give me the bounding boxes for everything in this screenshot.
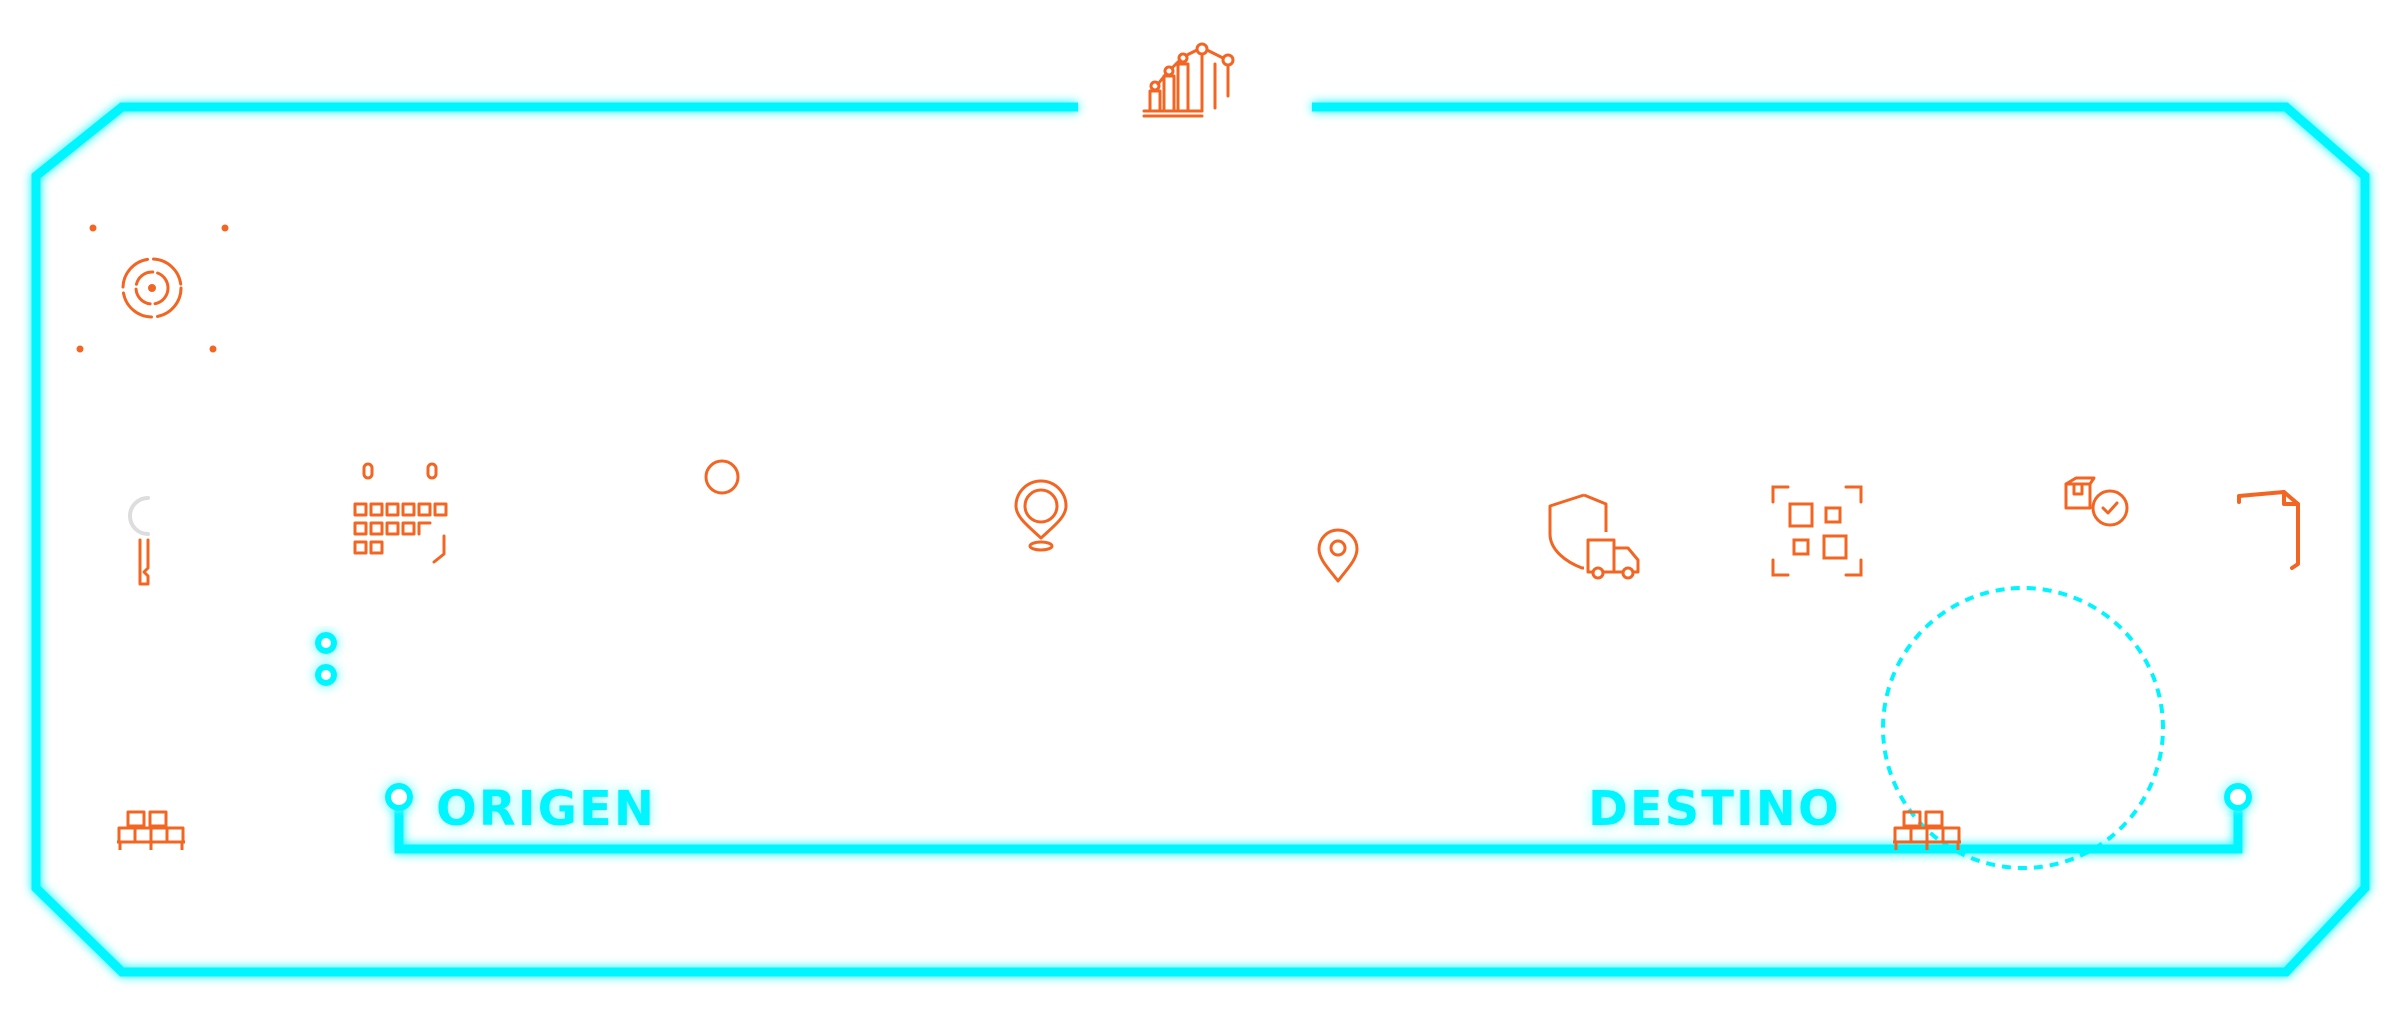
frame-outline	[31, 102, 2370, 977]
route-line	[394, 797, 2243, 854]
connector-dot-lower	[315, 664, 337, 686]
pallet-boxes-icon	[1892, 808, 1962, 852]
origin-marker	[385, 783, 413, 811]
destination-marker	[2224, 783, 2252, 811]
document-corner-icon	[2236, 486, 2302, 570]
target-crosshair-icon	[70, 220, 230, 360]
connector-dot-upper	[315, 632, 337, 654]
calendar-icon	[352, 460, 452, 564]
ring-icon	[703, 458, 741, 496]
bar-chart-growth-icon	[1140, 36, 1240, 120]
scan-frame-icon	[1770, 484, 1864, 578]
location-pin-icon	[1012, 479, 1070, 552]
origin-label: ORIGEN	[436, 781, 656, 837]
parcel-check-icon	[2062, 476, 2132, 530]
shield-delivery-truck-icon	[1544, 492, 1644, 580]
pallet-boxes-icon	[116, 808, 186, 852]
destination-label: DESTINO	[1588, 781, 1841, 837]
location-pin-small-icon	[1316, 528, 1360, 584]
orbit-ring	[1881, 586, 2165, 870]
key-icon	[122, 492, 162, 588]
